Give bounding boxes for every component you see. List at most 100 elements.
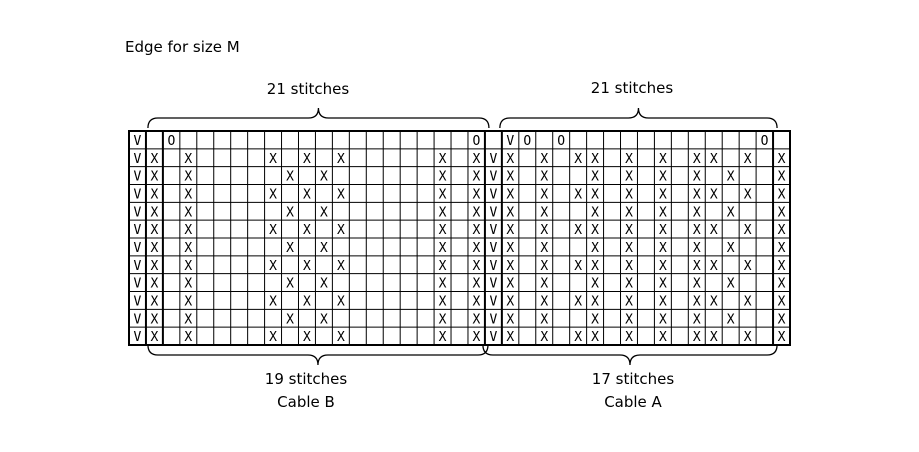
cross-stitch-symbol: X [778,223,786,238]
cross-stitch-symbol: X [727,241,735,256]
slip-stitch-symbol: V [134,170,142,185]
cross-stitch-symbol: X [439,277,447,292]
cross-stitch-symbol: X [727,170,735,185]
cross-stitch-symbol: X [337,152,345,167]
cross-stitch-symbol: X [625,205,633,220]
cross-stitch-symbol: X [506,187,514,202]
cross-stitch-symbol: X [591,152,599,167]
cross-stitch-symbol: X [778,259,786,274]
slip-stitch-symbol: V [489,294,497,309]
cross-stitch-symbol: X [320,205,328,220]
cable-a-label: Cable A [604,393,662,411]
cross-stitch-symbol: X [303,330,311,345]
slip-stitch-symbol: V [489,312,497,327]
slip-stitch-symbol: V [134,223,142,238]
cross-stitch-symbol: X [727,277,735,292]
cross-stitch-symbol: X [506,312,514,327]
cross-stitch-symbol: X [540,223,548,238]
slip-stitch-symbol: V [134,277,142,292]
cross-stitch-symbol: X [693,294,701,309]
cross-stitch-symbol: X [439,312,447,327]
yarn-over-symbol: O [167,134,175,149]
cross-stitch-symbol: X [693,205,701,220]
slip-stitch-symbol: V [134,259,142,274]
cross-stitch-symbol: X [337,294,345,309]
cross-stitch-symbol: X [591,277,599,292]
cross-stitch-symbol: X [184,330,192,345]
cross-stitch-symbol: X [778,277,786,292]
slip-stitch-symbol: V [134,187,142,202]
cross-stitch-symbol: X [151,241,159,256]
cross-stitch-symbol: X [574,259,582,274]
cross-stitch-symbol: X [506,330,514,345]
cross-stitch-symbol: X [744,294,752,309]
cross-stitch-symbol: X [540,330,548,345]
cross-stitch-symbol: X [506,294,514,309]
cross-stitch-symbol: X [659,277,667,292]
cable-b-stitch-count: 19 stitches [264,370,348,388]
cross-stitch-symbol: X [778,205,786,220]
cross-stitch-symbol: X [574,152,582,167]
cross-stitch-symbol: X [540,277,548,292]
cross-stitch-symbol: X [286,277,294,292]
yarn-over-symbol: O [557,134,565,149]
cross-stitch-symbol: X [778,170,786,185]
cross-stitch-symbol: X [439,294,447,309]
cross-stitch-symbol: X [151,277,159,292]
top-right-brace [499,107,778,129]
slip-stitch-symbol: V [489,277,497,292]
cross-stitch-symbol: X [710,294,718,309]
cross-stitch-symbol: X [473,312,481,327]
cross-stitch-symbol: X [591,223,599,238]
brace-group [147,107,778,366]
bottom-left-brace [147,344,489,366]
cross-stitch-symbol: X [540,294,548,309]
cross-stitch-symbol: X [473,152,481,167]
cross-stitch-symbol: X [591,294,599,309]
cross-stitch-symbol: X [269,152,277,167]
cross-stitch-symbol: X [473,170,481,185]
cross-stitch-symbol: X [337,223,345,238]
cross-stitch-symbol: X [184,152,192,167]
cross-stitch-symbol: X [151,223,159,238]
cable-a-stitch-count: 17 stitches [591,370,675,388]
cross-stitch-symbol: X [778,330,786,345]
cross-stitch-symbol: X [337,187,345,202]
cross-stitch-symbol: X [710,259,718,274]
cross-stitch-symbol: X [591,187,599,202]
cable-b-label: Cable B [277,393,335,411]
slip-stitch-symbol: V [134,134,142,149]
cross-stitch-symbol: X [744,330,752,345]
cross-stitch-symbol: X [693,330,701,345]
slip-stitch-symbol: V [489,170,497,185]
cross-stitch-symbol: X [659,205,667,220]
cross-stitch-symbol: X [659,170,667,185]
cross-stitch-symbol: X [659,152,667,167]
cross-stitch-symbol: X [184,205,192,220]
cross-stitch-symbol: X [710,187,718,202]
cross-stitch-symbol: X [574,187,582,202]
cross-stitch-symbol: X [473,241,481,256]
cross-stitch-symbol: X [286,205,294,220]
top-left-stitch-count: 21 stitches [266,80,350,98]
cross-stitch-symbol: X [473,223,481,238]
cross-stitch-symbol: X [540,312,548,327]
cross-stitch-symbol: X [303,223,311,238]
slip-stitch-symbol: V [134,241,142,256]
cross-stitch-symbol: X [269,259,277,274]
cross-stitch-symbol: X [303,152,311,167]
cross-stitch-symbol: X [693,259,701,274]
cross-stitch-symbol: X [693,312,701,327]
cross-stitch-symbol: X [269,330,277,345]
cross-stitch-symbol: X [506,277,514,292]
cross-stitch-symbol: X [473,205,481,220]
cross-stitch-symbol: X [591,259,599,274]
cross-stitch-symbol: X [744,259,752,274]
cross-stitch-symbol: X [591,330,599,345]
cross-stitch-symbol: X [591,312,599,327]
cross-stitch-symbol: X [439,187,447,202]
cross-stitch-symbol: X [744,152,752,167]
cross-stitch-symbol: X [693,152,701,167]
cross-stitch-symbol: X [659,330,667,345]
cross-stitch-symbol: X [439,205,447,220]
